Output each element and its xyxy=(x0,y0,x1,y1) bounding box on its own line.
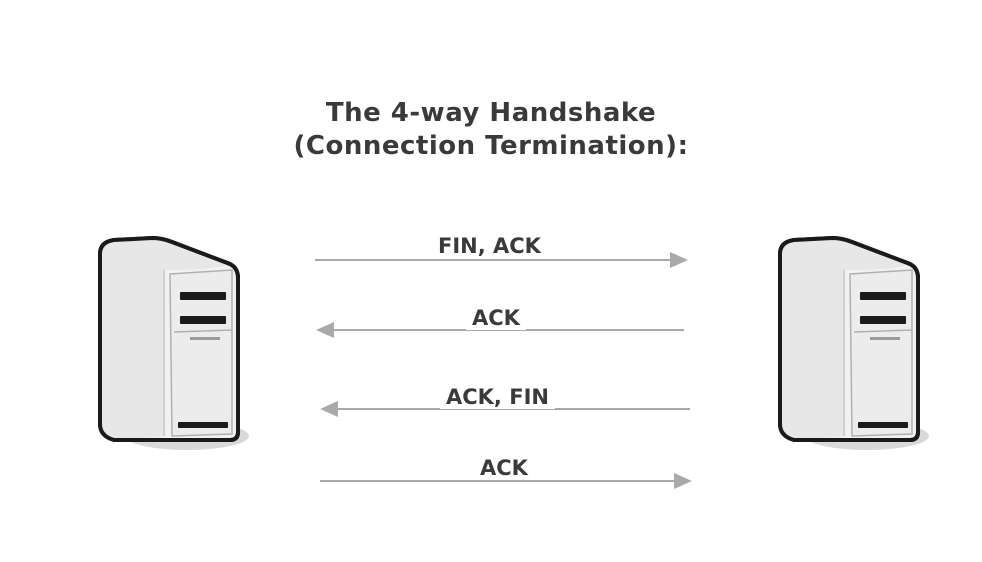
message-label-ack-2: ACK xyxy=(474,456,534,480)
arrow-fin-ack xyxy=(315,252,688,268)
message-label-ack-1: ACK xyxy=(466,306,526,330)
arrow-ack-1 xyxy=(316,322,684,338)
diagram-title-line2: (Connection Termination): xyxy=(293,131,689,161)
arrow-ack-fin xyxy=(320,401,690,417)
message-label-ack-fin: ACK, FIN xyxy=(440,385,555,409)
host-server-icon xyxy=(778,236,929,450)
client-server-icon xyxy=(98,236,249,450)
arrow-ack-2 xyxy=(320,473,692,489)
diagram-title-line1: The 4-way Handshake xyxy=(325,98,657,128)
message-label-fin-ack: FIN, ACK xyxy=(432,234,547,258)
